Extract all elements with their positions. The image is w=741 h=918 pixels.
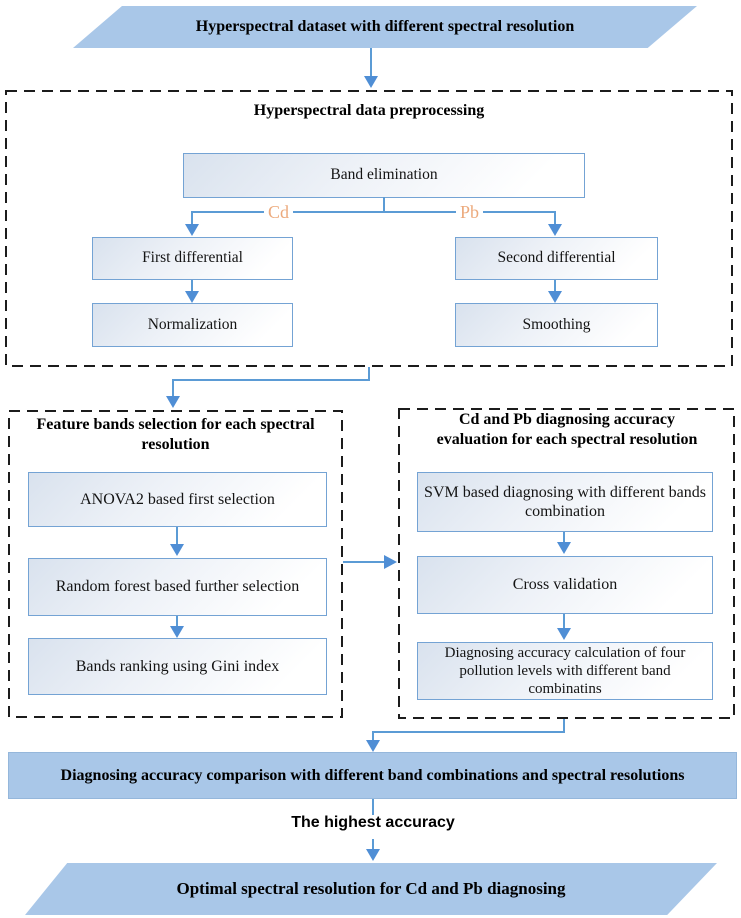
dashed-border — [398, 408, 735, 719]
branch-horizontal-line — [192, 211, 556, 213]
normalization-box: Normalization — [92, 303, 293, 347]
ae-arrow2-icon — [557, 628, 571, 640]
anova-selection-box: ANOVA2 based first selection — [28, 472, 327, 527]
second-differential-label: Second differential — [497, 249, 616, 267]
branch-right-line — [554, 211, 556, 225]
fs-arrow2-line — [176, 616, 178, 627]
random-forest-box: Random forest based further selection — [28, 558, 327, 616]
first-differential-box: First differential — [92, 237, 293, 280]
dashed-border — [8, 410, 343, 718]
branch-right-arrow-icon — [548, 224, 562, 236]
feature-selection-section — [8, 410, 343, 718]
pb-arrow-icon — [548, 291, 562, 303]
cd-branch-label: Cd — [264, 202, 294, 222]
branch-left-arrow-icon — [185, 224, 199, 236]
second-differential-box: Second differential — [455, 237, 658, 280]
highest-accuracy-line-bottom — [372, 839, 374, 850]
fs-arrow1-icon — [170, 544, 184, 556]
dashed-border — [5, 90, 733, 367]
band-elimination-box: Band elimination — [183, 153, 585, 198]
highest-accuracy-line-top — [372, 799, 374, 815]
gini-ranking-box: Bands ranking using Gini index — [28, 638, 327, 695]
highest-accuracy-label: The highest accuracy — [173, 814, 573, 832]
elbow1-arrow-line — [172, 379, 174, 397]
smoothing-box: Smoothing — [455, 303, 658, 347]
ae-arrow2-line — [563, 614, 565, 629]
cross-validation-label: Cross validation — [512, 576, 618, 594]
elbow1-horizontal-line — [172, 379, 370, 381]
anova-selection-label: ANOVA2 based first selection — [80, 490, 275, 508]
ae-arrow1-icon — [557, 542, 571, 554]
elbow2-drop-line — [563, 719, 565, 733]
output-parallelogram-label: Optimal spectral resolution for Cd and P… — [176, 879, 566, 898]
arrow-down-line — [370, 48, 372, 78]
cross-validation-box: Cross validation — [417, 556, 713, 614]
elbow1-drop-line — [368, 367, 370, 381]
svm-diagnosing-box: SVM based diagnosing with different band… — [417, 472, 713, 532]
band-elimination-label: Band elimination — [330, 166, 438, 184]
elbow1-arrow-icon — [166, 396, 180, 408]
pb-label-text: Pb — [460, 202, 480, 222]
preprocessing-title: Hyperspectral data preprocessing — [5, 101, 733, 121]
normalization-label: Normalization — [147, 315, 238, 333]
gini-ranking-label: Bands ranking using Gini index — [75, 657, 280, 675]
sections-connector-line — [343, 561, 385, 563]
accuracy-evaluation-title: Cd and Pb diagnosing accuracy evaluation… — [436, 410, 698, 451]
accuracy-evaluation-title-text: Cd and Pb diagnosing accuracy evaluation… — [436, 411, 698, 449]
input-parallelogram: Hyperspectral dataset with different spe… — [73, 6, 697, 48]
branch-stub-line — [383, 197, 385, 212]
final-arrow-icon — [366, 849, 380, 861]
cd-label-text: Cd — [268, 202, 290, 222]
comparison-bar: Diagnosing accuracy comparison with diff… — [8, 752, 737, 799]
sections-connector-arrow-icon — [384, 555, 397, 569]
input-parallelogram-label: Hyperspectral dataset with different spe… — [195, 18, 575, 35]
svm-diagnosing-label: SVM based diagnosing with different band… — [424, 483, 706, 520]
ae-arrow1-line — [563, 532, 565, 543]
branch-left-line — [191, 211, 193, 225]
elbow2-arrow-icon — [366, 740, 380, 752]
output-parallelogram: Optimal spectral resolution for Cd and P… — [25, 863, 717, 915]
cd-arrow-line — [191, 280, 193, 292]
accuracy-calculation-box: Diagnosing accuracy calculation of four … — [417, 642, 713, 700]
random-forest-label: Random forest based further selection — [55, 578, 300, 596]
accuracy-evaluation-section — [398, 408, 735, 719]
pb-branch-label: Pb — [456, 202, 484, 222]
cd-arrow-icon — [185, 291, 199, 303]
feature-selection-title-text: Feature bands selection for each spectra… — [36, 416, 315, 454]
accuracy-calculation-label: Diagnosing accuracy calculation of four … — [444, 645, 686, 697]
fs-arrow1-line — [176, 527, 178, 545]
feature-selection-title: Feature bands selection for each spectra… — [10, 415, 341, 456]
arrow-down-icon — [364, 76, 378, 88]
preprocessing-title-text: Hyperspectral data preprocessing — [253, 102, 485, 119]
pb-arrow-line — [554, 280, 556, 292]
fs-arrow2-icon — [170, 626, 184, 638]
first-differential-label: First differential — [142, 249, 243, 267]
elbow2-arrow-line — [372, 731, 374, 741]
comparison-bar-label: Diagnosing accuracy comparison with diff… — [60, 766, 685, 784]
smoothing-label: Smoothing — [522, 315, 591, 333]
highest-accuracy-text: The highest accuracy — [291, 814, 455, 831]
preprocessing-section — [5, 90, 733, 367]
elbow2-horizontal-line — [372, 731, 565, 733]
